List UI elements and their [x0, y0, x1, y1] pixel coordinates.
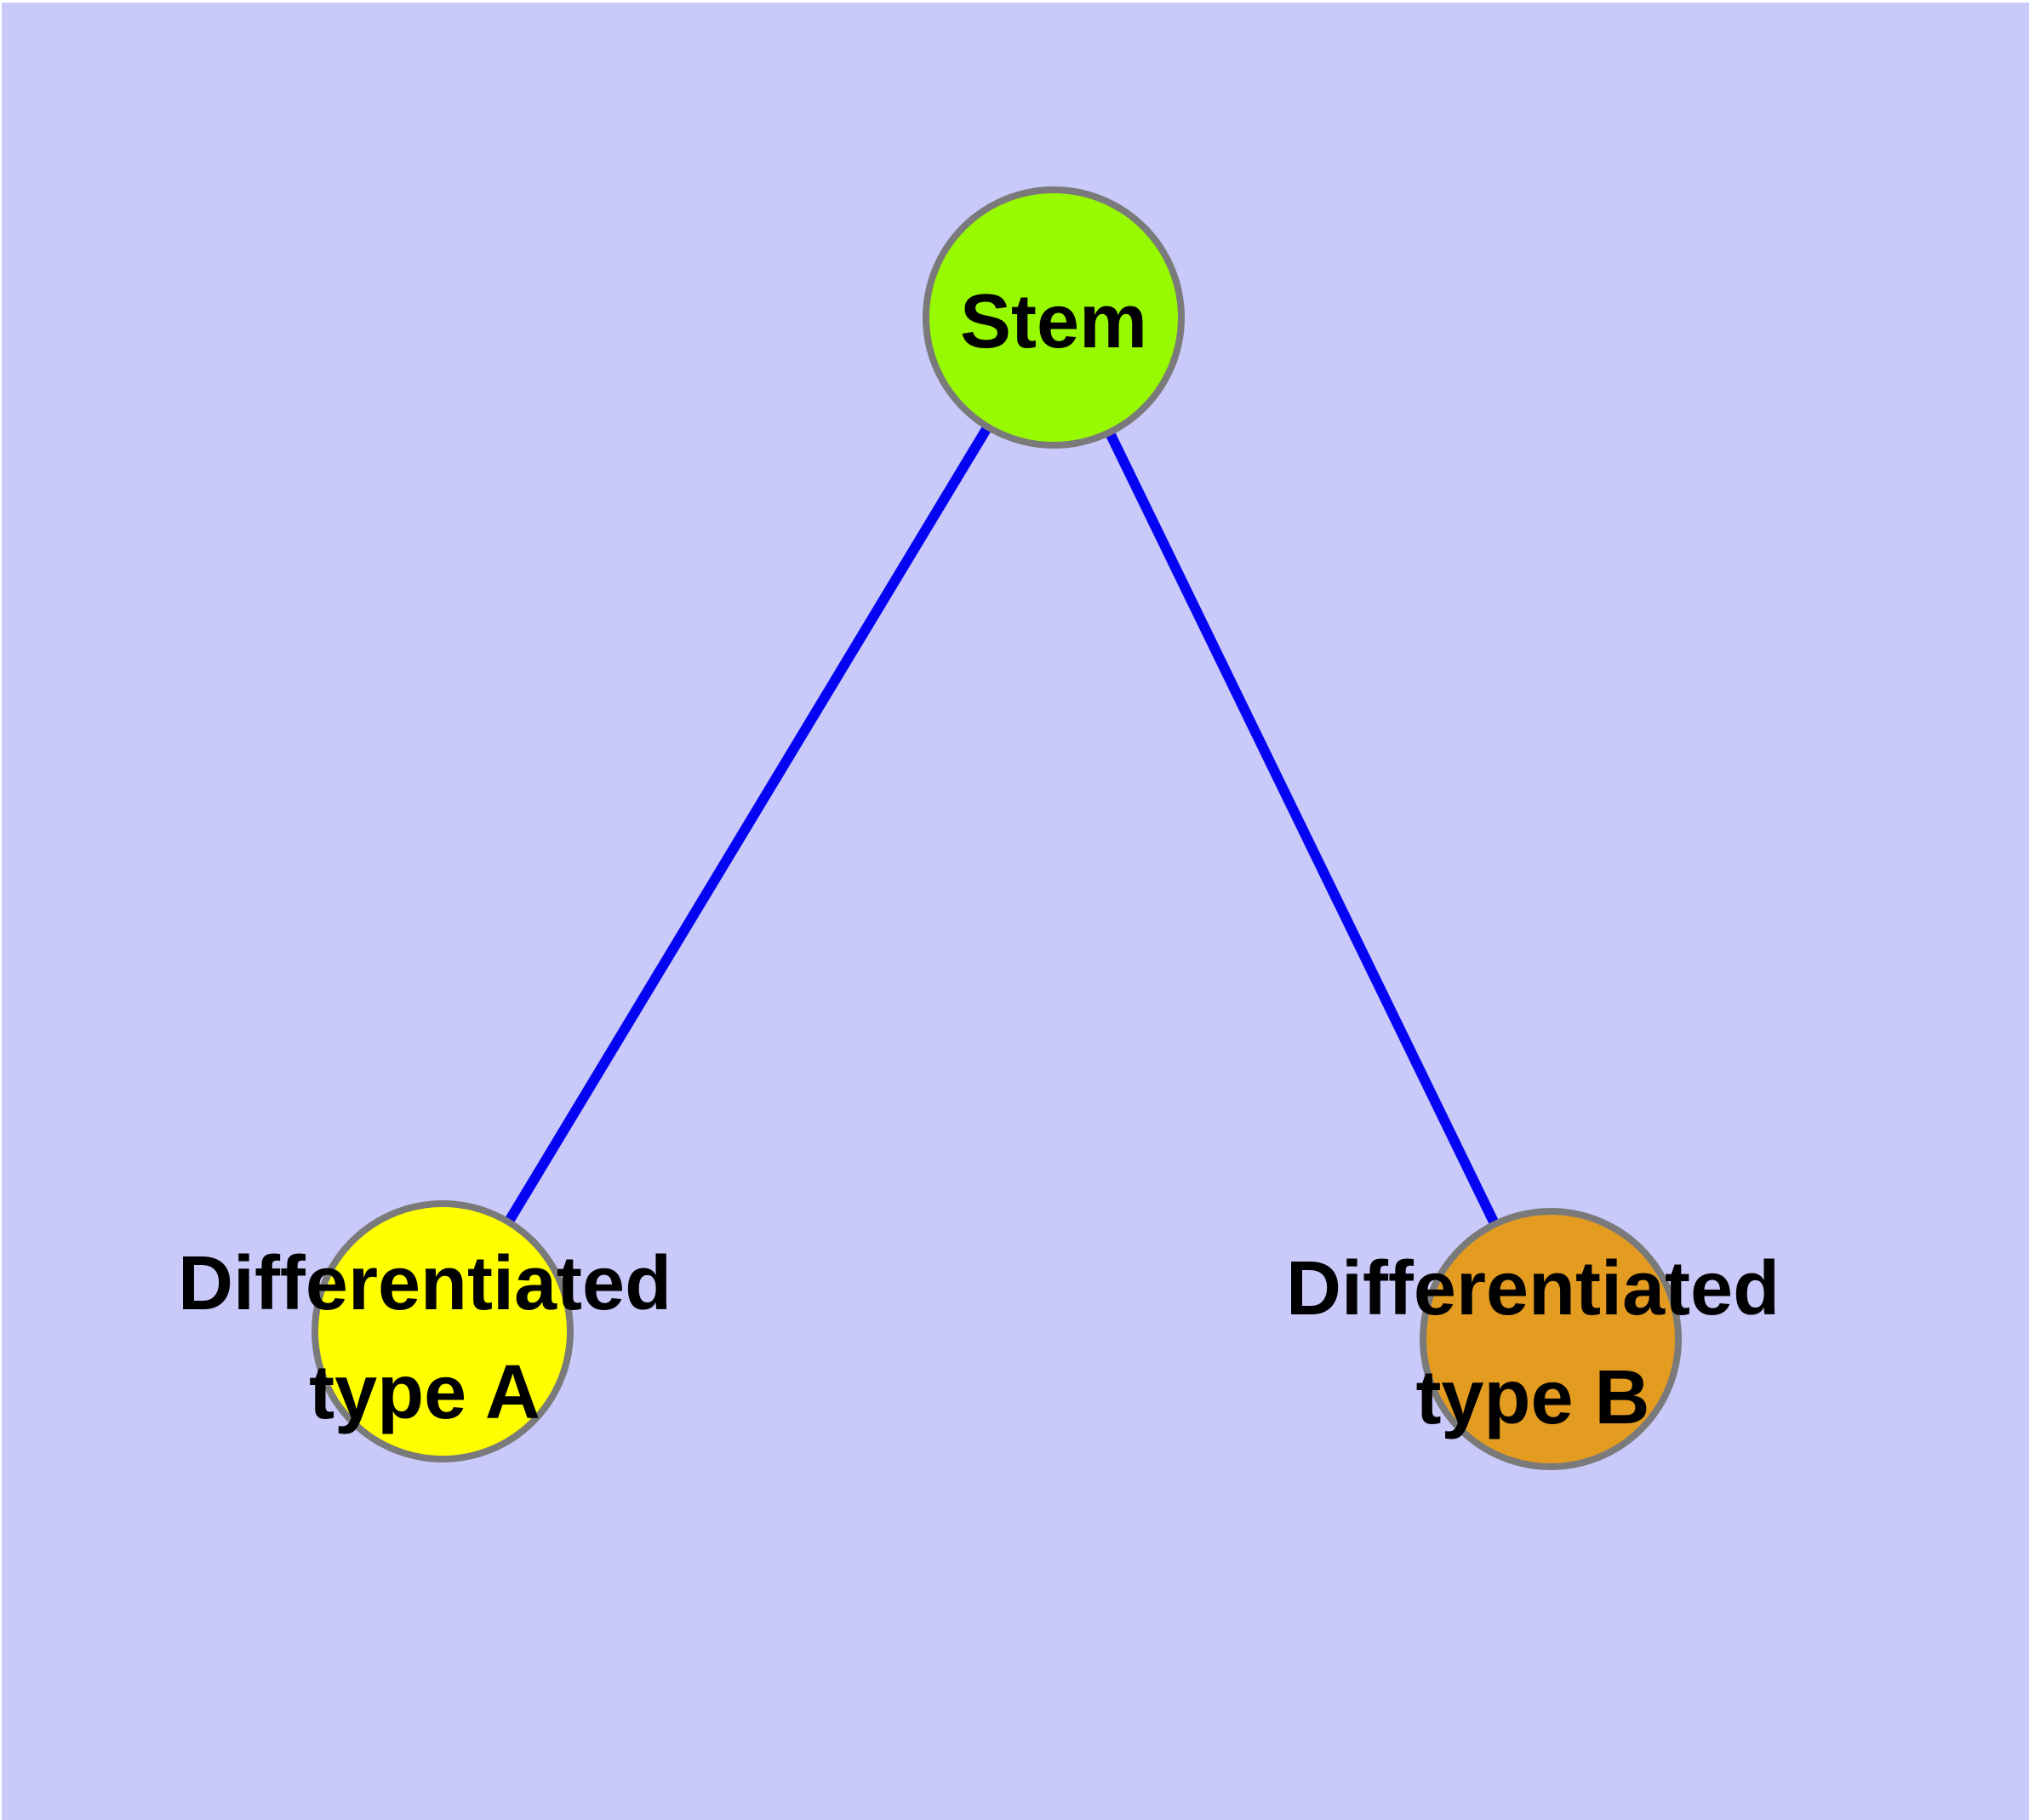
- edge-stem-to-type-a: [437, 312, 1059, 1336]
- node-label-stem-line1: Stem: [959, 279, 1148, 364]
- frame-margin-top: [0, 0, 2029, 3]
- node-label-type-b: Differentiated type B: [1286, 1234, 1780, 1452]
- node-label-type-b-line2: type B: [1415, 1355, 1650, 1440]
- node-circle-stem: [923, 186, 1185, 449]
- node-circle-type-a: [311, 1200, 574, 1462]
- node-circle-type-b: [1420, 1208, 1682, 1470]
- node-label-type-a: Differentiated type A: [178, 1229, 672, 1447]
- edge-stem-to-type-b: [1049, 312, 1556, 1344]
- node-label-type-b-line1: Differentiated: [1285, 1246, 1780, 1331]
- node-label-type-a-line1: Differentiated: [177, 1241, 672, 1326]
- frame-margin-left: [0, 0, 2, 1820]
- node-label-type-a-line2: type A: [309, 1350, 540, 1435]
- node-label-stem: Stem: [960, 267, 1147, 376]
